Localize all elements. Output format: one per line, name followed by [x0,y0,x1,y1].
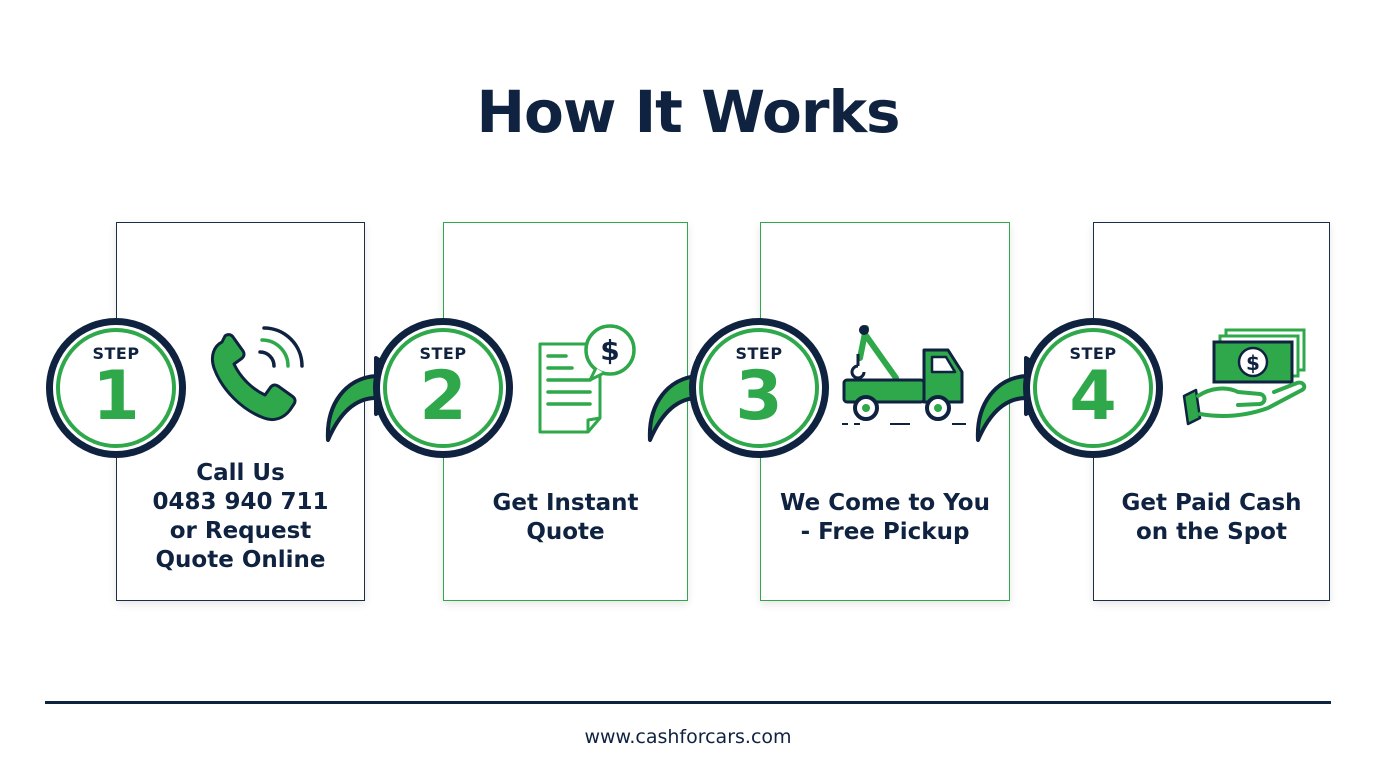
footer-divider [45,701,1331,704]
step-number: 1 [92,357,140,436]
page-title: How It Works [476,78,900,146]
step-4-line: on the Spot [1136,519,1287,545]
step-4-text: Get Paid Cash on the Spot [1094,489,1329,547]
step-label: STEP [735,344,783,363]
step-1-text: Call Us 0483 940 711 or Request Quote On… [117,459,364,575]
step-badge-3: STEP 3 [689,318,829,458]
quote-document-icon: $ [538,324,636,434]
step-number: 4 [1069,357,1117,436]
step-3-line: - Free Pickup [800,519,970,545]
step-label: STEP [92,344,140,363]
step-3-text: We Come to You - Free Pickup [761,489,1009,547]
step-1-line: 0483 940 711 [152,489,329,515]
footer-url[interactable]: www.cashforcars.com [584,726,792,748]
step-number: 2 [419,357,467,436]
step-badge-1: STEP 1 [46,318,186,458]
step-badge-4: STEP 4 [1023,318,1163,458]
cash-hand-icon: $ [1182,328,1307,426]
step-2-text: Get Instant Quote [444,489,687,547]
tow-truck-icon [842,325,966,425]
step-1-line: Call Us [196,460,285,486]
svg-text:$: $ [1246,351,1260,375]
step-4-line: Get Paid Cash [1121,490,1302,516]
phone-icon [210,326,304,422]
step-1-line: Quote Online [155,547,326,573]
step-2-line: Quote [526,519,605,545]
step-label: STEP [419,344,467,363]
step-3-line: We Come to You [780,490,990,516]
svg-text:$: $ [600,334,619,367]
step-card-1: Call Us 0483 940 711 or Request Quote On… [116,222,365,601]
step-1-line: or Request [169,518,312,544]
step-number: 3 [735,357,783,436]
step-2-line: Get Instant [492,490,639,516]
step-badge-2: STEP 2 [373,318,513,458]
step-label: STEP [1069,344,1117,363]
